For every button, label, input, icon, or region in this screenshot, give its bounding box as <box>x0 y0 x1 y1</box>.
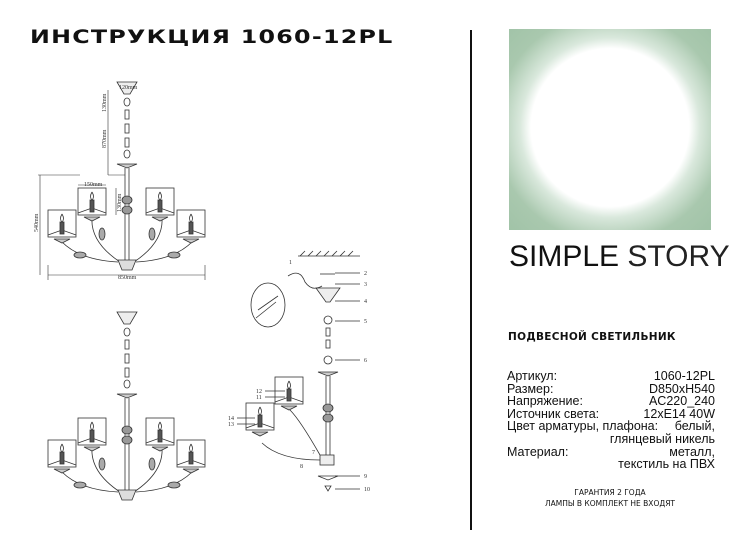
spec-value: 1060-12PL <box>653 369 715 383</box>
part-10: 10 <box>364 487 370 493</box>
spec-value: D850xH540 <box>648 381 715 396</box>
spec-label: Размер: <box>507 381 554 396</box>
part-8: 8 <box>300 464 303 470</box>
spec-label: Цвет арматуры, плафона: <box>507 419 659 434</box>
part-6: 6 <box>364 358 367 364</box>
part-5: 5 <box>364 319 367 325</box>
spec-list: Артикул: 1060-12PL Размер: D850xH540 Напря… <box>507 370 715 471</box>
dim-shade-width: 150mm <box>84 182 103 188</box>
assembled-chandelier-drawing <box>48 312 205 500</box>
chandelier-drawings: 120mm 130mm 870mm 150mm 130mm 540mm 850m… <box>34 0 370 537</box>
spec-value-cont: глянцевый никель <box>609 431 715 446</box>
part-11: 11 <box>256 395 262 401</box>
part-4: 4 <box>364 299 367 305</box>
part-14: 14 <box>228 416 234 422</box>
spec-value-cont: текстиль на ПВХ <box>618 457 715 472</box>
spec-value: AC220_240 <box>648 394 715 409</box>
part-3: 3 <box>364 282 367 288</box>
spec-row: Артикул: 1060-12PL <box>507 370 715 383</box>
dimension-lines <box>38 90 206 280</box>
page-title: ИНСТРУКЦИЯ 1060-12PL <box>30 26 394 48</box>
dim-height: 540mm <box>34 213 40 232</box>
dim-canopy: 120mm <box>119 85 138 91</box>
part-1: 1 <box>289 260 292 266</box>
part-13: 13 <box>228 422 234 428</box>
spec-row: Источник света: 12xE14 40W <box>507 408 715 421</box>
divider <box>470 30 472 530</box>
part-12: 12 <box>256 389 262 395</box>
spec-label: Напряжение: <box>507 394 583 409</box>
footer-notes: ГАРАНТИЯ 2 ГОДА ЛАМПЫ В КОМПЛЕКТ НЕ ВХОД… <box>540 487 680 509</box>
brand-logo <box>509 29 711 230</box>
brand-name: SIMPLE STORY <box>509 240 730 274</box>
dim-diameter: 850mm <box>118 275 137 281</box>
spec-row: Размер: D850xH540 <box>507 381 715 396</box>
brand-name-light: STORY <box>627 240 730 273</box>
dim-chain: 870mm <box>102 129 108 148</box>
spec-label: Материал: <box>507 444 569 459</box>
dimensioned-chandelier-drawing <box>48 82 205 270</box>
dim-shade-height: 130mm <box>117 193 123 212</box>
spec-value: белый, <box>674 419 715 434</box>
warranty-text: ГАРАНТИЯ 2 ГОДА <box>574 488 646 497</box>
lamps-note: ЛАМПЫ В КОМПЛЕКТ НЕ ВХОДЯТ <box>544 499 676 508</box>
assembly-diagram <box>237 250 360 492</box>
spec-label: Артикул: <box>507 369 558 383</box>
product-type: ПОДВЕСНОЙ СВЕТИЛЬНИК <box>508 331 676 343</box>
spec-row: Материал: металл, <box>507 444 715 459</box>
spec-row: Цвет арматуры, плафона: белый, <box>507 420 715 433</box>
dim-canopy-height: 130mm <box>102 93 108 112</box>
part-numbers: 1 2 3 4 5 6 7 8 9 10 11 12 13 14 <box>228 260 370 493</box>
part-9: 9 <box>364 474 367 480</box>
spec-label: Источник света: <box>507 406 600 421</box>
spec-value: 12xE14 40W <box>643 406 715 421</box>
brand-name-bold: SIMPLE <box>509 240 620 273</box>
spec-row: Напряжение: AC220_240 <box>507 395 715 408</box>
part-2: 2 <box>364 271 367 277</box>
part-7: 7 <box>312 450 315 456</box>
spec-value: металл, <box>669 444 715 459</box>
